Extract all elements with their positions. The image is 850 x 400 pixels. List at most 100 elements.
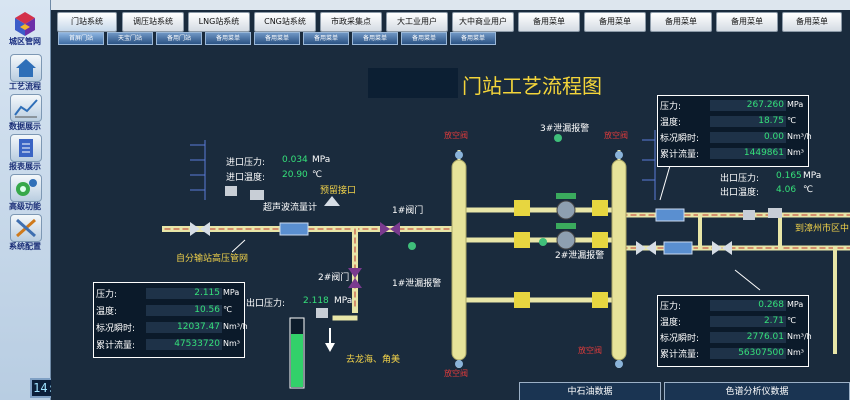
valves — [190, 222, 732, 288]
panel-row-label: 累计流量: — [660, 350, 700, 360]
system-tabs: 门站系统 调压站系统 LNG站系统 CNG站系统 市政采集点 大工业用户 大中商… — [55, 12, 850, 32]
tab-gate-station[interactable]: 门站系统 — [57, 12, 117, 32]
inlet-pressure-value: 0.034 — [282, 155, 308, 165]
inlet-temp-label: 进口温度: — [226, 173, 266, 183]
subtab-9[interactable]: 备用菜单 — [450, 32, 496, 45]
panel-row-label: 压力: — [660, 102, 682, 112]
subtab-8[interactable]: 备用菜单 — [401, 32, 447, 45]
tab-spare-2[interactable]: 备用菜单 — [584, 12, 646, 32]
subtab-2[interactable]: 天宝门站 — [107, 32, 153, 45]
subtab-1[interactable]: 首屏门站 — [58, 32, 104, 45]
flowmeter-icon — [279, 208, 693, 255]
chart-icon — [10, 94, 42, 122]
panel-row-unit: MPa — [787, 100, 804, 109]
chromatograph-data-button[interactable]: 色谱分析仪数据 — [664, 382, 850, 400]
tab-spare-5[interactable]: 备用菜单 — [782, 12, 842, 32]
panel-row-label: 温度: — [660, 118, 682, 128]
panel-row-value: 2776.01 — [710, 332, 786, 343]
panel-row-unit: Nm³ — [787, 348, 804, 357]
panel-row-unit: ℃ — [787, 116, 796, 125]
panel-row-unit: Nm³/h — [787, 332, 812, 341]
report-icon — [10, 134, 42, 162]
instrument-icons — [225, 134, 782, 318]
panel-row-value: 10.56 — [146, 305, 222, 316]
level-scales — [190, 130, 656, 200]
outlet-pressure-label: 出口压力: — [246, 299, 286, 309]
tab-industrial[interactable]: 大工业用户 — [386, 12, 448, 32]
vent-valve-icon — [455, 151, 463, 159]
panel-row-unit: ℃ — [787, 316, 796, 325]
panel-row-label: 标况瞬时: — [96, 324, 136, 334]
meter-panel-bottom-right: 压力: 0.268 MPa 温度: 2.71 ℃ 标况瞬时: 2776.01 N… — [657, 295, 812, 367]
outlet-pressure2-unit: MPa — [803, 171, 822, 181]
level-gauge-fill — [291, 334, 303, 387]
tab-commercial[interactable]: 大中商业用户 — [452, 12, 514, 32]
outlet-temp2-value: 4.06 — [776, 185, 797, 195]
panel-row-unit: Nm³/h — [787, 132, 812, 141]
panel-row-value: 2.71 — [710, 316, 786, 327]
sidebar-item-advanced[interactable]: 高级功能 — [4, 174, 46, 212]
gear-icon — [10, 174, 42, 202]
panel-row-unit: Nm³ — [787, 148, 804, 157]
leak-detector-icon — [554, 134, 562, 142]
meter-panel-left: 压力: 2.115 MPa 温度: 10.56 ℃ 标况瞬时: 12037.47… — [93, 282, 248, 358]
outlet-pressure2-label: 出口压力: — [720, 174, 760, 184]
reserve-port-label: 预留接口 — [320, 186, 357, 196]
sidebar-item-label: 数据展示 — [9, 122, 41, 131]
tab-lng[interactable]: LNG站系统 — [188, 12, 250, 32]
leak1-label: 1#泄漏报警 — [392, 279, 442, 289]
valve2-label: 2#阀门 — [318, 273, 350, 283]
tab-spare-3[interactable]: 备用菜单 — [650, 12, 712, 32]
outlet-temp2-unit: ℃ — [803, 185, 814, 195]
leak3-label: 3#泄漏报警 — [540, 124, 590, 134]
vent-label-tr: 放空阀 — [604, 131, 628, 140]
subtab-5[interactable]: 备用菜单 — [254, 32, 300, 45]
sidebar-item-label: 高级功能 — [9, 202, 41, 211]
subtab-3[interactable]: 备用门站 — [156, 32, 202, 45]
sidebar-item-reports[interactable]: 报表展示 — [4, 134, 46, 172]
sidebar-item-data-display[interactable]: 数据展示 — [4, 94, 46, 132]
ultrasonic-label: 超声波流量计 — [263, 203, 318, 213]
panel-row-value: 47533720 — [146, 339, 222, 350]
panel-row-value: 2.115 — [146, 288, 222, 299]
tab-spare-4[interactable]: 备用菜单 — [716, 12, 778, 32]
reserve-valve-icon — [324, 196, 340, 206]
valve1-label: 1#阀门 — [392, 206, 424, 216]
leak2-label: 2#泄漏报警 — [555, 251, 605, 261]
outlet-pressure-value: 2.118 — [303, 296, 329, 306]
meter-panel-top-right: 压力: 267.260 MPa 温度: 18.75 ℃ 标况瞬时: 0.00 N… — [657, 95, 812, 167]
vent-label-bl: 放空阀 — [444, 369, 468, 378]
inlet-pressure-label: 进口压力: — [226, 158, 266, 168]
petrochina-data-button[interactable]: 中石油数据 — [519, 382, 661, 400]
logo-icon[interactable] — [4, 10, 46, 48]
sidebar-item-process-flow[interactable]: 工艺流程 — [4, 54, 46, 92]
subtab-7[interactable]: 备用菜单 — [352, 32, 398, 45]
panel-row-value: 1449861 — [710, 148, 786, 159]
station-subtabs: 首屏门站 天宝门站 备用门站 备用菜单 备用菜单 备用菜单 备用菜单 备用菜单 … — [58, 32, 538, 45]
subtab-6[interactable]: 备用菜单 — [303, 32, 349, 45]
to-longhai-label: 去龙海、角美 — [346, 355, 401, 365]
sidebar: 城区管网 工艺流程 数据展示 报表展示 高级功能 — [0, 0, 51, 400]
leak-detector-icon — [408, 242, 416, 250]
tab-municipal[interactable]: 市政采集点 — [320, 12, 382, 32]
inlet-temp-unit: ℃ — [312, 170, 323, 180]
logo-label: 城区管网 — [9, 37, 41, 46]
panel-row-label: 标况瞬时: — [660, 334, 700, 344]
tab-regulator[interactable]: 调压站系统 — [122, 12, 184, 32]
outlet-temp2-label: 出口温度: — [720, 188, 760, 198]
panel-row-label: 累计流量: — [660, 150, 700, 160]
page-title: 门站工艺流程图 — [462, 74, 602, 98]
subtab-4[interactable]: 备用菜单 — [205, 32, 251, 45]
sidebar-item-label: 系统配置 — [9, 242, 41, 251]
regulator-group — [514, 193, 608, 308]
sidebar-item-label: 报表展示 — [9, 162, 41, 171]
sidebar-item-config[interactable]: 系统配置 — [4, 214, 46, 252]
vent-valve-icon — [615, 360, 623, 368]
vent-valve-icon — [455, 360, 463, 368]
tab-cng[interactable]: CNG站系统 — [254, 12, 316, 32]
tab-spare-1[interactable]: 备用菜单 — [518, 12, 580, 32]
panel-row-label: 累计流量: — [96, 341, 136, 351]
outlet-pressure-unit: MPa — [334, 296, 353, 306]
vent-label-br: 放空阀 — [578, 346, 602, 355]
panel-row-label: 压力: — [96, 290, 118, 300]
